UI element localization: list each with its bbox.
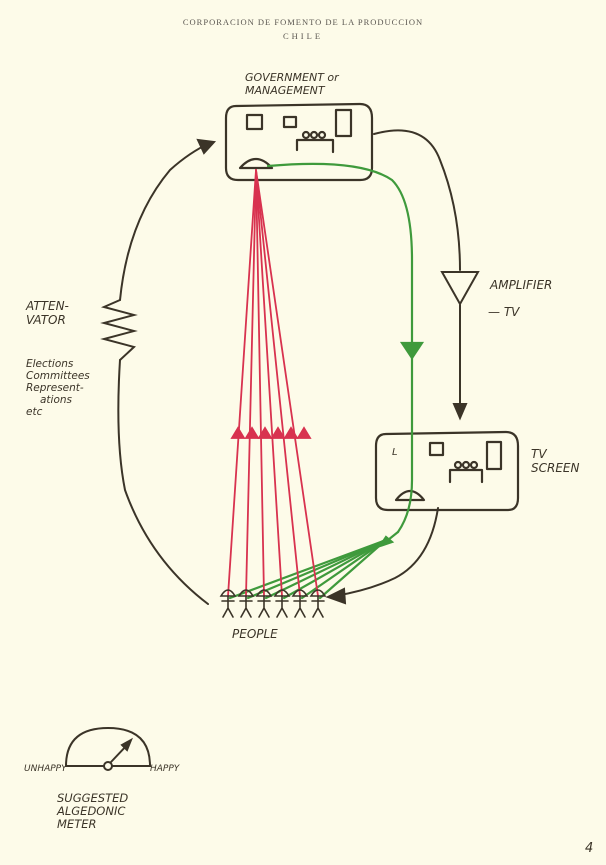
government-label-line1: GOVERNMENT or xyxy=(245,71,339,84)
people-figures xyxy=(219,589,327,618)
arrow-green-down xyxy=(399,341,425,360)
arrow-down-to-tv xyxy=(452,403,468,421)
channels-line5: etc xyxy=(26,406,43,419)
channels-line1: Elections xyxy=(26,358,74,370)
person-figure xyxy=(219,589,237,618)
channels-line4: ations xyxy=(40,394,73,407)
channels-line3: Represent- xyxy=(26,382,84,395)
meter-pivot xyxy=(103,761,113,771)
arrow-to-government xyxy=(196,138,217,155)
attenuator-label: ATTEN- VATOR xyxy=(26,299,69,328)
tv-screen-letter: L xyxy=(392,447,398,458)
meter-caption-line3: METER xyxy=(57,817,97,832)
people-label: PEOPLE xyxy=(232,627,278,641)
attenuator-symbol xyxy=(100,299,138,361)
govt-panel-tall xyxy=(334,108,353,138)
page-number: 4 xyxy=(585,841,594,856)
tv-screen-box xyxy=(374,430,520,512)
amplifier-symbol xyxy=(440,271,480,307)
government-label-line2: MANAGEMENT xyxy=(245,83,325,97)
tv-screen-label-line1: TV xyxy=(531,447,547,461)
tv-to-people-link xyxy=(325,507,439,605)
green-channel xyxy=(228,162,425,600)
attenuator-label-line1: ATTEN- xyxy=(26,299,69,313)
person-figure xyxy=(291,589,309,618)
government-label: GOVERNMENT or MANAGEMENT xyxy=(245,71,339,97)
meter-caption-line1: SUGGESTED xyxy=(57,791,129,805)
red-channel xyxy=(227,169,319,597)
letterhead-organization: CORPORACION DE FOMENTO DE LA PRODUCCION xyxy=(182,17,424,27)
feedback-channels-label: Elections Committees Represent- ations e… xyxy=(26,358,90,418)
algedonic-meter xyxy=(64,726,152,771)
govt-panel-small xyxy=(245,113,264,131)
channels-line2: Committees xyxy=(26,370,90,383)
govt-dome-icon xyxy=(238,157,274,170)
person-figure xyxy=(255,589,273,618)
meter-happy-label: HAPPY xyxy=(150,764,180,774)
person-figure xyxy=(237,589,255,618)
tv-panel-small xyxy=(428,441,445,457)
amplifier-tv-label: — TV xyxy=(488,305,520,319)
letterhead-country: CHILE xyxy=(282,31,324,41)
broadcast-loop xyxy=(373,129,480,421)
govt-panel-tiny xyxy=(282,115,298,129)
feedback-loop xyxy=(100,138,217,605)
government-box xyxy=(224,102,374,182)
tv-screen-label-line2: SCREEN xyxy=(531,460,580,475)
meter-caption: SUGGESTED ALGEDONIC METER xyxy=(57,791,129,832)
tv-screen-label: TV SCREEN xyxy=(531,447,580,476)
tv-panel-tall xyxy=(485,440,503,471)
person-figure xyxy=(273,589,291,618)
meter-unhappy-label: UNHAPPY xyxy=(24,764,67,774)
attenuator-label-line2: VATOR xyxy=(26,312,66,327)
person-figure xyxy=(309,589,327,618)
meter-caption-line2: ALGEDONIC xyxy=(57,804,126,819)
amplifier-label: AMPLIFIER xyxy=(490,278,553,292)
